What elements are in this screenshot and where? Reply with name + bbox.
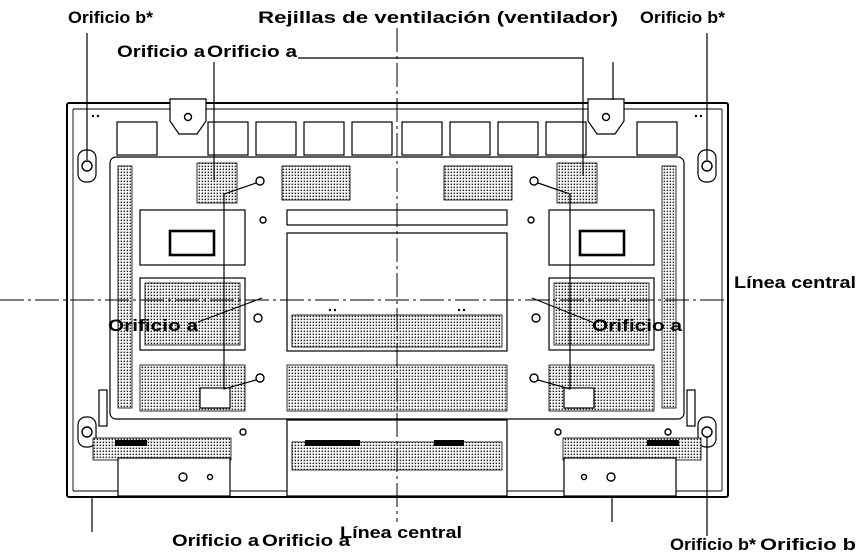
- top-vent-slot: [545, 121, 587, 156]
- leader-line-hole-a-right: [531, 297, 593, 323]
- mounting-hole-b: [701, 160, 713, 172]
- leader-line-hole-a-left: [197, 297, 263, 323]
- ventilation-grille-left: [144, 282, 241, 346]
- label-plate-left: [199, 387, 231, 409]
- ventilation-grille-right-strip: [661, 165, 677, 409]
- connector-bottom-center: [434, 440, 464, 446]
- label-hole-b-bottom-right-1: Orificio b*: [670, 535, 756, 554]
- ventilation-grille-bottom-right: [562, 437, 702, 461]
- mounting-hole-a: [529, 373, 539, 383]
- top-vent-slot: [636, 121, 678, 156]
- handle-slot-left: [168, 229, 216, 257]
- top-vent-slot: [303, 121, 345, 156]
- screw-hole: [664, 428, 672, 436]
- mounting-hole-a: [255, 176, 265, 186]
- screw-hole: [554, 428, 562, 436]
- label-hole-a-top-2: Orificio a: [207, 42, 298, 61]
- mounting-hole-a: [531, 313, 541, 323]
- label-hole-a-bottom-2: Orificio a: [262, 531, 351, 550]
- corner-mark: [694, 114, 698, 118]
- label-hole-b-top-right: Orificio b*: [640, 8, 725, 27]
- top-vent-slot: [497, 121, 539, 156]
- label-plate-right: [563, 387, 595, 409]
- label-hole-a-top-1: Orificio a: [117, 42, 206, 61]
- bracket-bottom-right: [563, 457, 677, 497]
- center-mark: [457, 308, 461, 312]
- fan-vent-left: [196, 162, 238, 204]
- mounting-hole-b: [81, 426, 93, 438]
- ventilation-grille-top-center-left: [281, 165, 351, 201]
- top-vent-slot: [351, 121, 393, 156]
- side-connector-right: [686, 389, 696, 427]
- label-center-line-bottom: Línea central: [340, 523, 462, 542]
- mounting-hole-a: [178, 472, 188, 482]
- leader-line-vent-right: [298, 57, 584, 176]
- top-vent-slot: [207, 121, 249, 156]
- small-hole: [259, 216, 267, 224]
- top-vent-slot: [255, 121, 297, 156]
- corner-mark: [96, 114, 100, 118]
- center-mark: [333, 308, 337, 312]
- mounting-hole-b: [701, 426, 713, 438]
- small-hole: [206, 473, 214, 481]
- ventilation-grille-top-center-right: [443, 165, 513, 201]
- mounting-hole-a: [253, 313, 263, 323]
- label-hole-a-right: Orificio a: [592, 316, 683, 335]
- ventilation-grille-left-strip: [117, 165, 133, 409]
- center-mark: [328, 308, 332, 312]
- leader-line-hole-a-right-bar: [537, 182, 571, 390]
- label-center-line-right: Línea central: [734, 273, 856, 292]
- connector-bottom-left: [115, 440, 147, 446]
- ventilation-grille-right: [553, 282, 650, 346]
- side-connector-left: [98, 389, 108, 427]
- top-vent-slot: [116, 121, 158, 156]
- label-hole-b-bottom-right-2: Orificio b: [760, 535, 856, 554]
- label-hole-a-left: Orificio a: [108, 316, 199, 335]
- small-hole: [580, 473, 588, 481]
- label-hole-a-bottom-1: Orificio a: [172, 531, 260, 550]
- connector-bottom-center: [305, 440, 360, 446]
- mounting-hole-a: [606, 472, 616, 482]
- hook-hole-left: [183, 112, 193, 122]
- mounting-hole-a: [529, 176, 539, 186]
- fan-vent-right: [556, 162, 598, 204]
- leader-line-hole-a-left-bar: [223, 182, 257, 390]
- corner-mark: [699, 114, 703, 118]
- labels: Orificio b* Rejillas de ventilación (ven…: [68, 8, 856, 554]
- label-hole-b-top-left: Orificio b*: [68, 8, 153, 27]
- center-mark: [462, 308, 466, 312]
- mounting-hole-b: [81, 160, 93, 172]
- hook-hole-right: [601, 112, 611, 122]
- top-vent-slot: [449, 121, 491, 156]
- small-hole: [527, 216, 535, 224]
- connector-bottom-right: [647, 440, 679, 446]
- label-vent-grilles: Rejillas de ventilación (ventilador): [258, 8, 618, 27]
- ventilation-grille-bottom-left: [92, 437, 232, 461]
- handle-slot-right: [578, 229, 626, 257]
- mounting-hole-a: [255, 373, 265, 383]
- corner-mark: [91, 114, 95, 118]
- top-vent-slot: [401, 121, 443, 156]
- leader-lines: [86, 33, 708, 536]
- screw-hole: [239, 428, 247, 436]
